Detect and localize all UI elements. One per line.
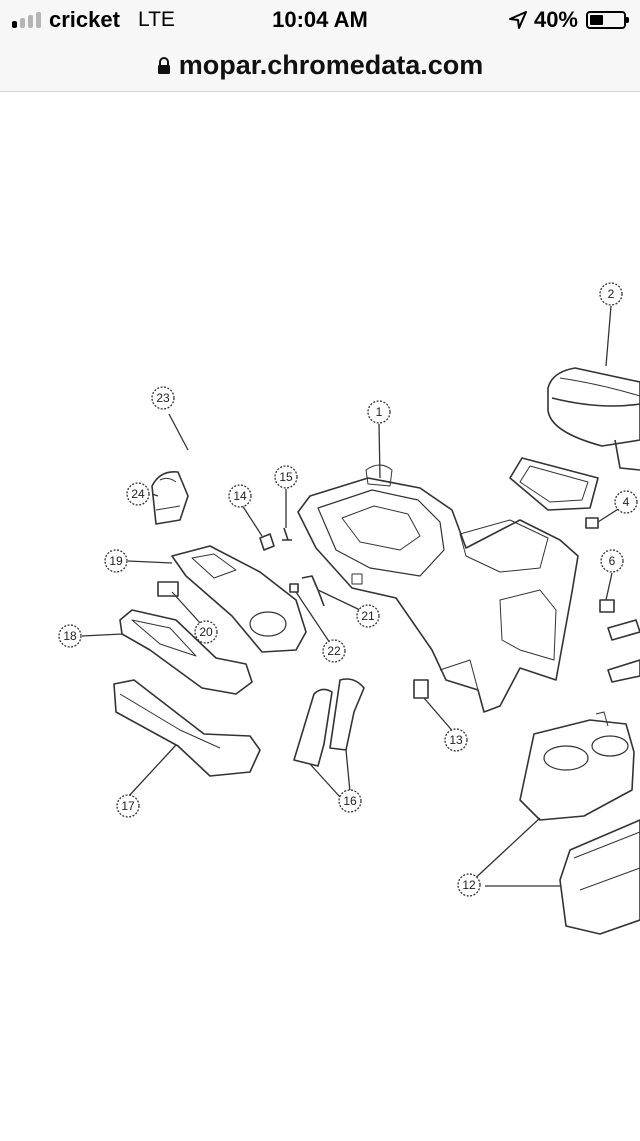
callout-number: 18 xyxy=(63,629,77,643)
callout-20: 20 xyxy=(194,620,218,644)
part-22 xyxy=(289,583,299,593)
callout-circle xyxy=(116,794,140,818)
part-clip-4 xyxy=(585,517,599,529)
callout-circle xyxy=(338,789,362,813)
leader-lines xyxy=(81,305,627,887)
callout-number: 20 xyxy=(199,625,213,639)
part-tray xyxy=(509,457,599,511)
status-left: cricket LTE xyxy=(12,6,175,34)
callout-number: 23 xyxy=(156,391,170,405)
callout-15: 15 xyxy=(274,465,298,489)
callout-12: 12 xyxy=(457,873,481,897)
part-bracket-6 xyxy=(599,599,640,683)
callout-circle xyxy=(457,873,481,897)
part-24 xyxy=(151,470,189,525)
url-text: mopar.chromedata.com xyxy=(178,50,484,80)
part-armrest-lid xyxy=(547,367,640,471)
callout-circle xyxy=(600,549,624,573)
callout-1: 1 xyxy=(367,400,391,424)
callout-number: 2 xyxy=(608,287,615,301)
callout-14: 14 xyxy=(228,484,252,508)
battery-percent: 40% xyxy=(533,7,578,32)
callout-22: 22 xyxy=(322,639,346,663)
callout-circle xyxy=(58,624,82,648)
carrier-name: cricket xyxy=(49,7,120,32)
callout-13: 13 xyxy=(444,728,468,752)
callout-number: 22 xyxy=(327,644,341,658)
part-main-console xyxy=(297,464,579,713)
callout-17: 17 xyxy=(116,794,140,818)
address-bar[interactable]: mopar.chromedata.com xyxy=(0,40,640,92)
signal-bars-icon xyxy=(12,12,41,28)
callout-24: 24 xyxy=(126,482,150,506)
part-17 xyxy=(113,679,261,777)
callout-16: 16 xyxy=(338,789,362,813)
callout-number: 4 xyxy=(623,495,630,509)
part-15 xyxy=(282,527,292,541)
status-right: 40% xyxy=(508,6,629,34)
callout-19: 19 xyxy=(104,549,128,573)
callout-4: 4 xyxy=(614,490,638,514)
part-16 xyxy=(293,678,365,767)
callout-circle xyxy=(367,400,391,424)
callout-number: 12 xyxy=(462,878,476,892)
callout-number: 17 xyxy=(121,799,135,813)
callout-circle xyxy=(322,639,346,663)
part-cupholder-base xyxy=(519,711,635,821)
callout-18: 18 xyxy=(58,624,82,648)
clock: 10:04 AM xyxy=(272,7,368,32)
callout-circle xyxy=(126,482,150,506)
callout-circle xyxy=(599,282,623,306)
callout-number: 15 xyxy=(279,470,293,484)
part-21 xyxy=(301,575,325,607)
callout-number: 16 xyxy=(343,794,357,808)
location-arrow-icon xyxy=(508,11,527,29)
callout-number: 14 xyxy=(233,489,247,503)
callout-number: 21 xyxy=(361,609,375,623)
diagram-parts xyxy=(113,367,640,935)
part-plate-13 xyxy=(413,679,429,699)
lock-icon xyxy=(157,56,170,74)
part-20 xyxy=(157,581,179,597)
battery-icon xyxy=(586,11,629,29)
callout-6: 6 xyxy=(600,549,624,573)
part-14 xyxy=(259,533,275,551)
callout-circle xyxy=(228,484,252,508)
callout-23: 23 xyxy=(151,386,175,410)
network-type: LTE xyxy=(137,8,175,31)
part-19 xyxy=(171,545,307,653)
callout-circle xyxy=(356,604,380,628)
callout-number: 6 xyxy=(609,554,616,568)
callout-2: 2 xyxy=(599,282,623,306)
callout-number: 24 xyxy=(131,487,145,501)
part-rear-base xyxy=(559,819,640,935)
callout-number: 13 xyxy=(449,733,463,747)
callout-circle xyxy=(151,386,175,410)
callout-circle xyxy=(444,728,468,752)
callout-21: 21 xyxy=(356,604,380,628)
part-18 xyxy=(119,609,253,695)
callout-number: 1 xyxy=(376,405,383,419)
status-bar: cricket LTE 10:04 AM 40% xyxy=(0,0,640,40)
callout-number: 19 xyxy=(109,554,123,568)
callout-circle xyxy=(194,620,218,644)
battery-fill xyxy=(590,15,603,25)
callout-circle xyxy=(614,490,638,514)
callout-circle xyxy=(274,465,298,489)
callout-circle xyxy=(104,549,128,573)
